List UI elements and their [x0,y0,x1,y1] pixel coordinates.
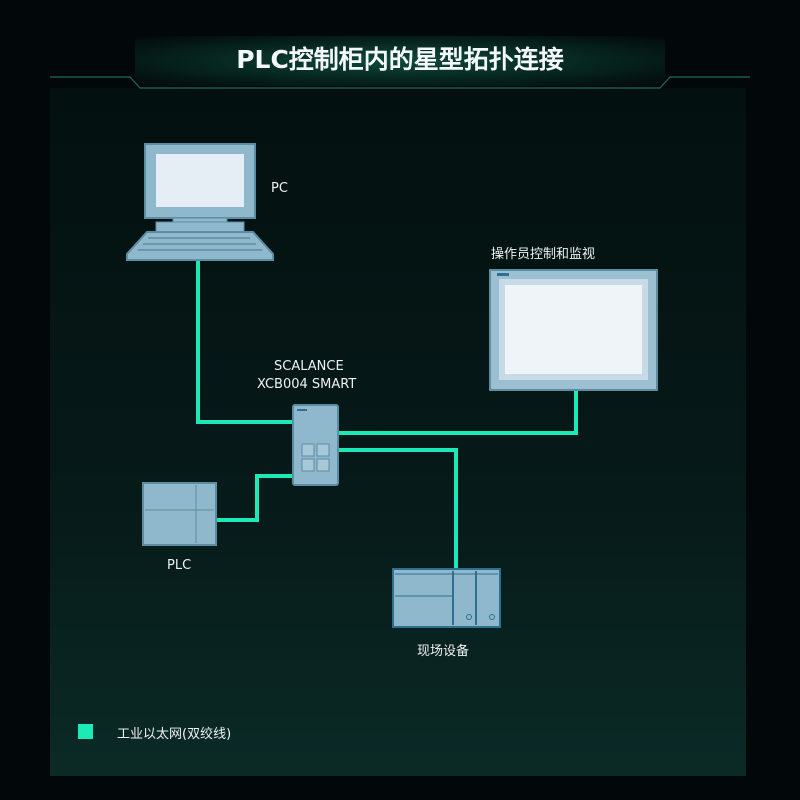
page-title: PLC控制柜内的星型拓扑连接 [236,45,564,74]
switch-label-line2: XCB004 SMART [257,377,357,392]
cable-pc-switch [196,260,293,424]
legend-label: 工业以太网(双绞线) [117,727,232,742]
ethernet-cables [196,260,578,568]
pc-icon [126,143,274,261]
switch-label-line1: SCALANCE [274,359,344,374]
field-device-icon [392,568,501,628]
title-banner [135,36,665,86]
cable-switch-field [338,448,458,568]
legend-swatch [78,724,93,739]
cable-plc-switch [216,474,293,522]
scalance-switch-icon [292,404,339,486]
hmi-panel-icon [489,269,658,391]
cable-switch-hmi [338,390,578,435]
title-underline [50,76,750,89]
field-device-label: 现场设备 [417,644,470,659]
pc-label: PC [271,181,288,196]
hmi-label: 操作员控制和监视 [491,247,596,262]
plc-icon [142,482,217,546]
plc-label: PLC [167,558,192,573]
